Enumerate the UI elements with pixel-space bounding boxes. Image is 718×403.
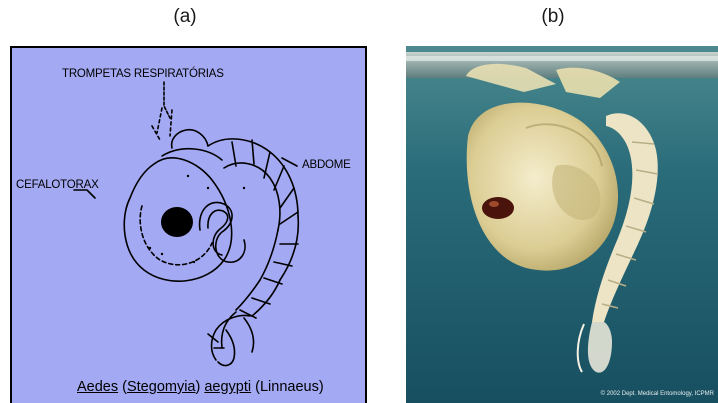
pupa-photo-illustration <box>406 46 718 403</box>
species-author: (Linnaeus) <box>251 379 324 395</box>
pupa-line-drawing <box>12 48 367 403</box>
pupa-photo-panel: © 2002 Dept. Medical Entomology, ICPMR <box>406 46 718 403</box>
species-epithet: aegypti <box>204 379 251 395</box>
copyright-notice: © 2002 Dept. Medical Entomology, ICPMR <box>601 391 714 397</box>
species-subgenus: Stegomyia <box>127 379 196 395</box>
panel-a-caption: (a) <box>165 6 205 28</box>
label-cephalothorax: CEFALOTORAX <box>16 179 99 191</box>
pupa-drawing-panel: TROMPETAS RESPIRATÓRIAS ABDOME CEFALOTOR… <box>10 46 367 403</box>
label-respiratory-trumpets: TROMPETAS RESPIRATÓRIAS <box>62 68 224 80</box>
panel-b-caption: (b) <box>533 6 573 28</box>
species-name: Aedes (Stegomyia) aegypti (Linnaeus) <box>77 379 324 395</box>
species-genus: Aedes <box>77 379 118 395</box>
species-open-paren: ( <box>118 379 127 395</box>
label-abdomen: ABDOME <box>302 159 351 171</box>
